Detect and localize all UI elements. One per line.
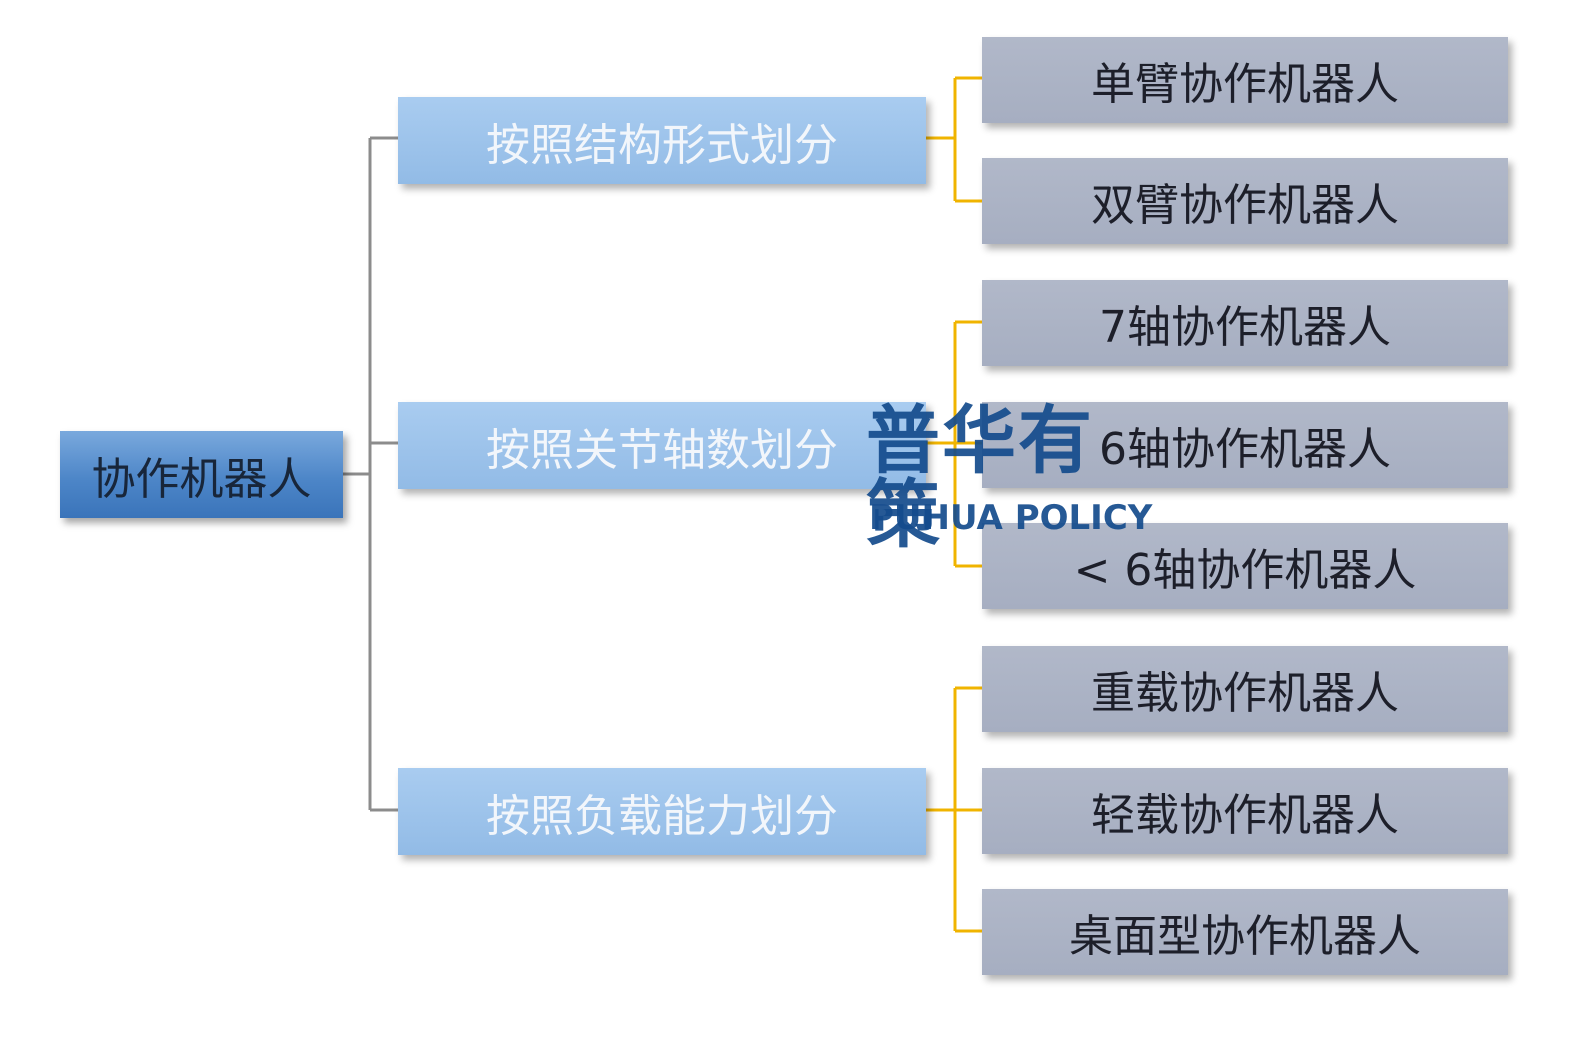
leaf-label: 单臂协作机器人 — [1091, 59, 1399, 110]
leaf-node-6-axis: 6轴协作机器人 — [982, 402, 1508, 488]
root-node-label: 协作机器人 — [91, 453, 312, 505]
axis-connector — [926, 320, 983, 568]
leaf-label: 重载协作机器人 — [1091, 668, 1399, 719]
load-connector — [926, 686, 983, 933]
root-node: 协作机器人 — [60, 431, 343, 518]
leaf-node-single-arm: 单臂协作机器人 — [982, 37, 1508, 123]
leaf-node-desktop: 桌面型协作机器人 — [982, 889, 1508, 975]
category-node-axis: 按照关节轴数划分 — [398, 402, 926, 489]
leaf-label: 6轴协作机器人 — [1099, 424, 1391, 475]
leaf-node-dual-arm: 双臂协作机器人 — [982, 158, 1508, 244]
watermark-english-text: PUHUA POLICY — [869, 498, 1153, 538]
category-label: 按照负载能力划分 — [486, 790, 838, 842]
category-node-structure: 按照结构形式划分 — [398, 97, 926, 184]
leaf-label: 7轴协作机器人 — [1099, 302, 1391, 353]
leaf-label: 双臂协作机器人 — [1091, 180, 1399, 231]
leaf-label: 桌面型协作机器人 — [1069, 911, 1421, 962]
leaf-node-7-axis: 7轴协作机器人 — [982, 280, 1508, 366]
watermark-chinese-text: 普华有策 — [866, 398, 1094, 558]
category-node-load: 按照负载能力划分 — [398, 768, 926, 855]
leaf-label: < 6轴协作机器人 — [1073, 545, 1417, 596]
leaf-node-heavy-load: 重载协作机器人 — [982, 646, 1508, 732]
leaf-node-light-load: 轻载协作机器人 — [982, 768, 1508, 854]
watermark-logo: 普华有策 PUHUA POLICY — [866, 404, 1156, 554]
root-connector — [343, 136, 400, 812]
leaf-label: 轻载协作机器人 — [1091, 790, 1399, 841]
structure-connector — [926, 76, 983, 203]
leaf-node-under-6-axis: < 6轴协作机器人 — [982, 523, 1508, 609]
category-label: 按照结构形式划分 — [486, 119, 838, 171]
category-label: 按照关节轴数划分 — [486, 424, 838, 476]
